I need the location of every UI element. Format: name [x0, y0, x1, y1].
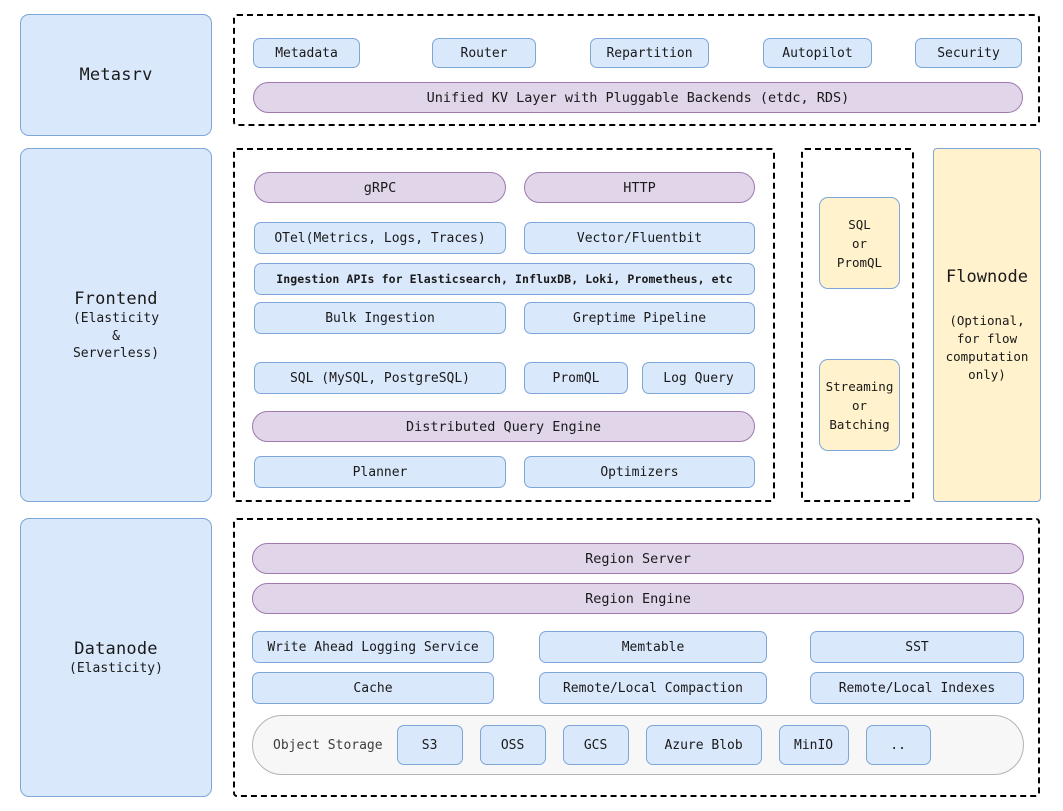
datanode-node-title: Datanode [74, 638, 158, 659]
frontend-ingest-label: Greptime Pipeline [572, 310, 707, 326]
flownode-sub-line: only) [968, 367, 1006, 383]
frontend-optimizers[interactable]: Optimizers [524, 456, 755, 488]
frontend-distributed-query-engine[interactable]: Distributed Query Engine [252, 411, 755, 442]
flow-mode-query-line: SQL [848, 216, 871, 232]
frontend-query-engine-label: Distributed Query Engine [405, 418, 602, 435]
frontend-protocol-grpc[interactable]: gRPC [254, 172, 506, 203]
metasrv-node-card[interactable]: Metasrv [20, 14, 212, 136]
flow-mode-exec-box[interactable]: Streaming or Batching [819, 359, 900, 451]
datanode-component-label: Remote/Local Indexes [838, 680, 996, 696]
frontend-query-promql[interactable]: PromQL [524, 362, 628, 394]
unified-kv-layer-label: Unified KV Layer with Pluggable Backends… [426, 89, 850, 106]
region-engine[interactable]: Region Engine [252, 583, 1024, 614]
metasrv-component-label: Router [460, 45, 508, 61]
datanode-component-label: Write Ahead Logging Service [267, 639, 479, 655]
frontend-protocol-label: gRPC [363, 179, 397, 196]
storage-backend-label: GCS [583, 737, 608, 753]
metasrv-component-router[interactable]: Router [432, 38, 536, 68]
frontend-ingest-label: Bulk Ingestion [325, 310, 435, 326]
frontend-node-card[interactable]: Frontend (Elasticity & Serverless) [20, 148, 212, 502]
frontend-ingestion-apis-label: Ingestion APIs for Elasticsearch, Influx… [276, 272, 733, 286]
frontend-ingest-bulk[interactable]: Bulk Ingestion [254, 302, 506, 334]
datanode-sst[interactable]: SST [810, 631, 1024, 663]
frontend-ingest-label: Vector/Fluentbit [576, 230, 703, 246]
flow-mode-exec-line: Streaming [825, 378, 894, 394]
datanode-component-label: Remote/Local Compaction [562, 680, 743, 696]
storage-backend-label: MinIO [794, 737, 834, 753]
frontend-ingest-label: OTel(Metrics, Logs, Traces) [274, 230, 486, 246]
storage-backend-azure-blob[interactable]: Azure Blob [645, 725, 762, 765]
frontend-ingest-otel[interactable]: OTel(Metrics, Logs, Traces) [254, 222, 506, 254]
frontend-node-sub-line1: (Elasticity [72, 311, 160, 327]
datanode-cache[interactable]: Cache [252, 672, 494, 704]
flownode-title: Flownode [946, 267, 1028, 288]
frontend-node-sub-line3: Serverless) [72, 345, 160, 361]
flow-mode-group: SQL or PromQL Streaming or Batching [801, 148, 914, 502]
metasrv-component-security[interactable]: Security [915, 38, 1022, 68]
storage-backend-oss[interactable]: OSS [479, 725, 546, 765]
frontend-node-title: Frontend [74, 289, 158, 310]
frontend-protocol-label: HTTP [623, 179, 656, 196]
frontend-query-log-query[interactable]: Log Query [642, 362, 755, 394]
flownode-card[interactable]: Flownode (Optional, for flow computation… [933, 148, 1041, 502]
storage-backend-label: OSS [500, 737, 525, 753]
frontend-query-label: PromQL [552, 370, 600, 386]
region-server-label: Region Server [585, 550, 691, 567]
metasrv-component-label: Autopilot [782, 45, 853, 61]
datanode-component-label: Memtable [621, 639, 685, 655]
flow-mode-query-line: PromQL [836, 254, 883, 270]
storage-backend-more[interactable]: .. [865, 725, 931, 765]
datanode-compaction[interactable]: Remote/Local Compaction [539, 672, 767, 704]
frontend-node-sub-line2: & [112, 328, 120, 344]
region-server[interactable]: Region Server [252, 543, 1024, 574]
flownode-sub-line: for flow [956, 331, 1018, 347]
frontend-ingest-greptime-pipeline[interactable]: Greptime Pipeline [524, 302, 755, 334]
frontend-query-sql[interactable]: SQL (MySQL, PostgreSQL) [254, 362, 506, 394]
frontend-group: gRPC HTTP OTel(Metrics, Logs, Traces) Ve… [233, 148, 775, 502]
metasrv-component-label: Security [937, 45, 1000, 61]
object-storage-backends: S3 OSS GCS Azure Blob MinIO .. [396, 725, 931, 765]
frontend-engine-part-label: Optimizers [600, 464, 679, 480]
object-storage-container: Object Storage S3 OSS GCS Azure Blob Min… [252, 715, 1024, 775]
storage-backend-minio[interactable]: MinIO [778, 725, 849, 765]
datanode-node-card[interactable]: Datanode (Elasticity) [20, 518, 212, 797]
datanode-node-sub: (Elasticity) [69, 661, 163, 677]
datanode-memtable[interactable]: Memtable [539, 631, 767, 663]
storage-backend-gcs[interactable]: GCS [562, 725, 629, 765]
storage-backend-s3[interactable]: S3 [396, 725, 463, 765]
frontend-query-label: SQL (MySQL, PostgreSQL) [289, 370, 470, 386]
metasrv-group: Metadata Router Repartition Autopilot Se… [233, 14, 1040, 126]
frontend-protocol-http[interactable]: HTTP [524, 172, 755, 203]
flow-mode-query-box[interactable]: SQL or PromQL [819, 197, 900, 289]
metasrv-component-repartition[interactable]: Repartition [590, 38, 709, 68]
storage-backend-label: S3 [421, 737, 438, 753]
metasrv-component-label: Metadata [275, 45, 338, 61]
datanode-group: Region Server Region Engine Write Ahead … [233, 518, 1040, 797]
flownode-sub-line: (Optional, [949, 313, 1025, 329]
datanode-indexes[interactable]: Remote/Local Indexes [810, 672, 1024, 704]
storage-backend-label: .. [890, 737, 906, 753]
unified-kv-layer[interactable]: Unified KV Layer with Pluggable Backends… [253, 82, 1023, 113]
frontend-ingestion-apis[interactable]: Ingestion APIs for Elasticsearch, Influx… [254, 263, 755, 295]
metasrv-node-label: Metasrv [79, 64, 153, 85]
datanode-component-label: SST [905, 639, 929, 655]
frontend-planner[interactable]: Planner [254, 456, 506, 488]
object-storage-label: Object Storage [273, 737, 383, 753]
frontend-query-label: Log Query [663, 370, 734, 386]
storage-backend-label: Azure Blob [664, 737, 743, 753]
flownode-sub-line: computation [945, 349, 1029, 365]
flow-mode-query-line: or [851, 235, 868, 251]
metasrv-component-metadata[interactable]: Metadata [253, 38, 360, 68]
flow-mode-exec-line: or [851, 397, 868, 413]
datanode-component-label: Cache [353, 680, 393, 696]
frontend-engine-part-label: Planner [352, 464, 408, 480]
metasrv-component-autopilot[interactable]: Autopilot [763, 38, 872, 68]
datanode-wal-service[interactable]: Write Ahead Logging Service [252, 631, 494, 663]
metasrv-component-label: Repartition [606, 45, 693, 61]
flow-mode-exec-line: Batching [829, 416, 890, 432]
region-engine-label: Region Engine [585, 590, 691, 607]
frontend-ingest-vector-fluentbit[interactable]: Vector/Fluentbit [524, 222, 755, 254]
